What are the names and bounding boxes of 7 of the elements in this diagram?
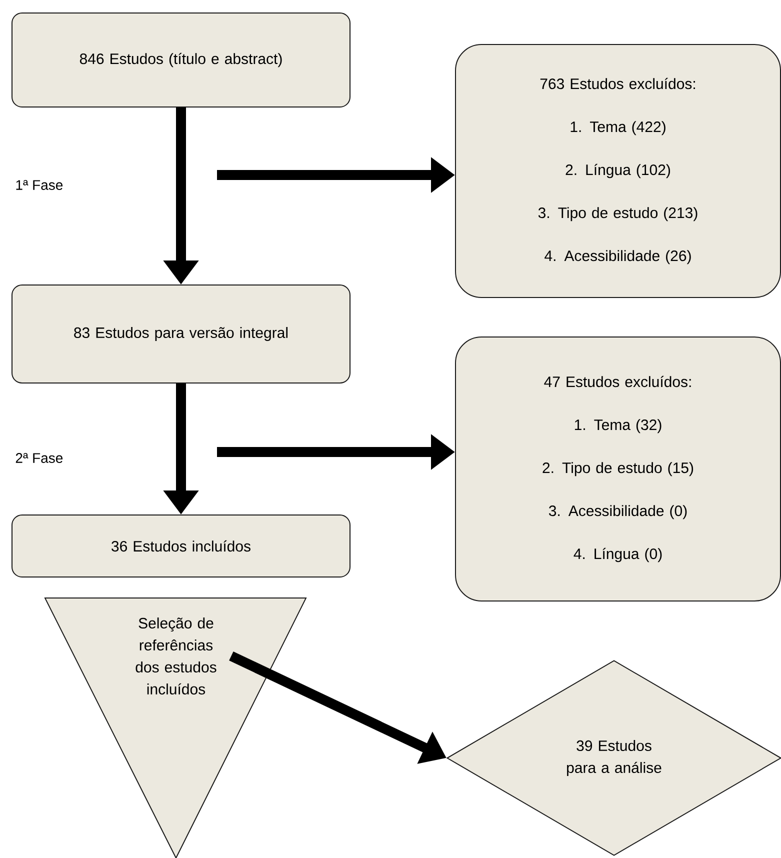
- exclusion-box: 763 Estudos excluídos: 1. Tema (422) 2. Língua (102) 3. Tipo de estudo (213) 4. Acessibilidade (26): [455, 44, 781, 298]
- phase-label: 1ª Fase: [16, 180, 63, 190]
- process-box: 83 Estudos para versão integral: [12, 284, 350, 384]
- process-box: 36 Estudos incluídos: [12, 514, 350, 578]
- exclusion-box: 47 Estudos excluídos: 1. Tema (32) 2. Tipo de estudo (15) 3. Acessibilidade (0) 4. Língua (0): [455, 336, 781, 602]
- process-box: 846 Estudos (título e abstract): [12, 12, 350, 108]
- phase-label: 2ª Fase: [16, 453, 63, 463]
